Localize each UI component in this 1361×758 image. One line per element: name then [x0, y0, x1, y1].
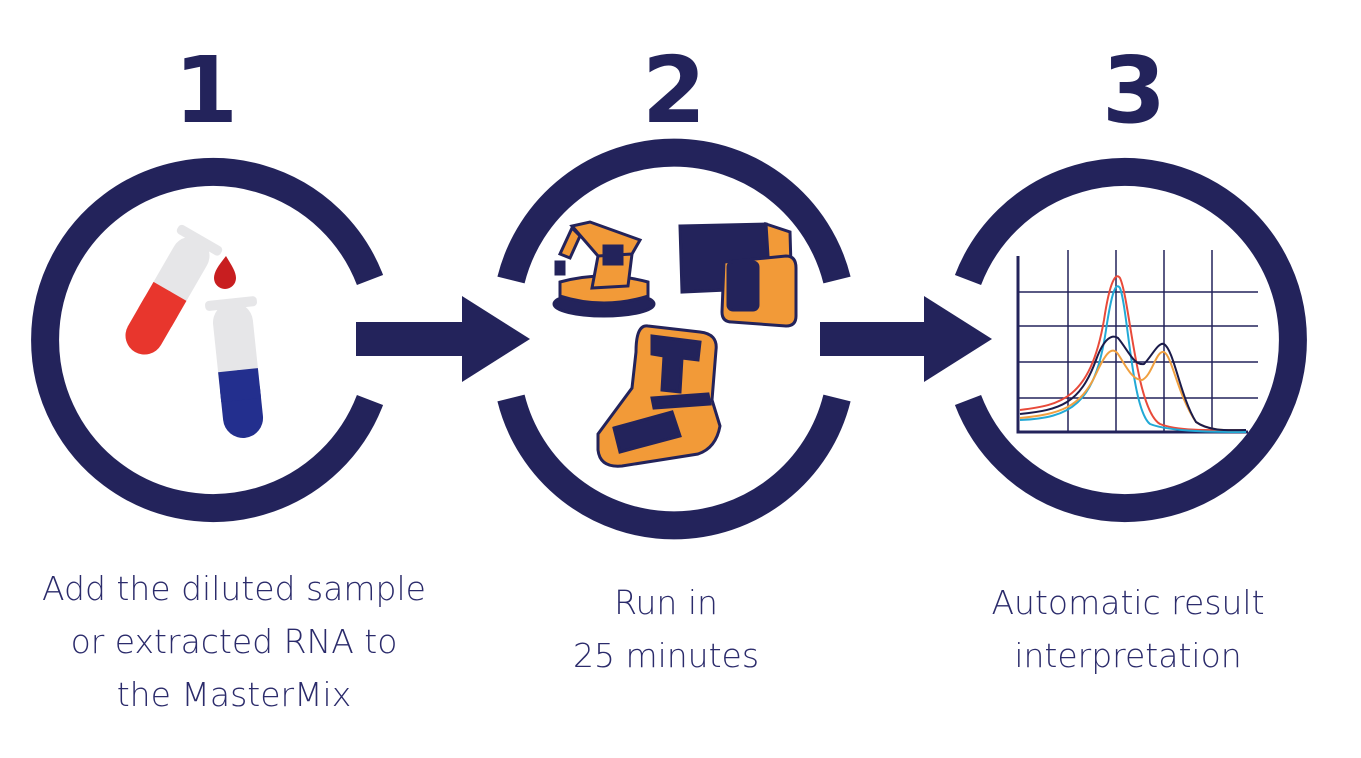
melt-curve-chart-icon	[1016, 250, 1258, 434]
step-2-caption: Run in 25 minutes	[572, 583, 760, 675]
step-3-number: 3	[1102, 37, 1166, 144]
step-2-number: 2	[642, 37, 706, 144]
step-2-ring	[497, 138, 851, 540]
step-1-ring	[31, 158, 384, 522]
lab-instruments-icon	[552, 220, 798, 468]
arrow-right-icon	[356, 296, 530, 382]
arrow-right-icon	[820, 296, 992, 382]
step-1-number: 1	[174, 37, 238, 144]
test-tubes-icon	[125, 224, 264, 438]
step-1-caption: Add the diluted sample or extracted RNA …	[42, 569, 426, 714]
step-3-caption: Automatic result interpretation	[991, 583, 1265, 675]
step-3-ring	[954, 158, 1307, 522]
